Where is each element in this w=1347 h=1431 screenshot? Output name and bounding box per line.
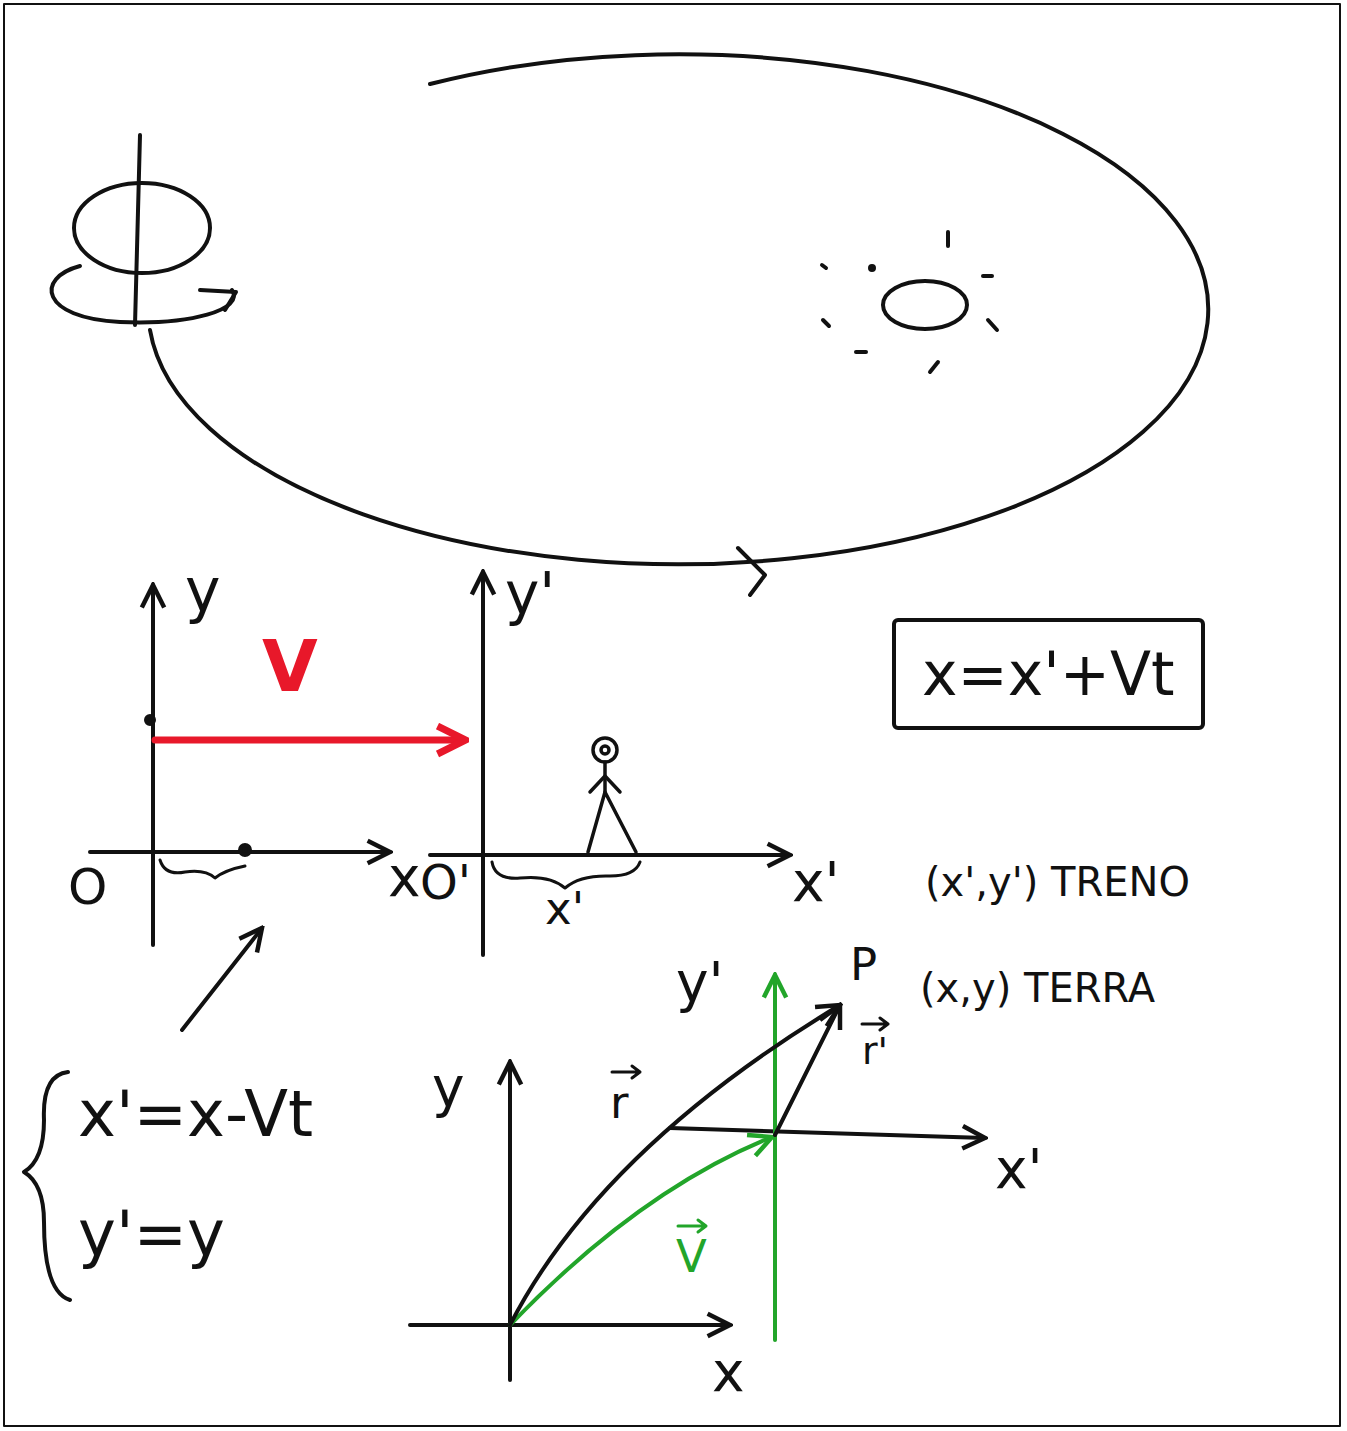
dot xyxy=(146,716,154,724)
vector-v xyxy=(510,1137,772,1325)
vector-sign xyxy=(612,1066,640,1078)
axis-label: y' xyxy=(505,565,555,623)
axis-label: r xyxy=(610,1080,629,1125)
y-axis xyxy=(508,1062,512,1380)
y-axis xyxy=(151,585,155,945)
brace xyxy=(160,860,245,878)
sun xyxy=(883,281,967,329)
axis-label: y' xyxy=(676,955,724,1010)
earth xyxy=(74,183,210,273)
axis-label: x xyxy=(712,1345,745,1400)
axis-label: x' xyxy=(545,886,584,931)
axis-label: x xyxy=(388,850,421,905)
axis-label: x' xyxy=(792,855,840,910)
axis-label: O xyxy=(68,862,107,912)
stick-figure xyxy=(588,738,636,852)
axis-label: (x',y') TRENO xyxy=(925,862,1190,902)
earth-ring xyxy=(52,266,234,322)
axis-label: x'=x-Vt xyxy=(78,1082,313,1146)
orbit-arrow xyxy=(738,548,765,595)
vector-sign xyxy=(862,1018,888,1030)
brace xyxy=(492,862,640,888)
x-prime-axis xyxy=(670,1128,985,1138)
earth-axis xyxy=(135,135,140,325)
dot xyxy=(240,845,250,855)
vector-sign xyxy=(678,1220,706,1232)
axis-label: V xyxy=(262,630,318,702)
y-prime-axis xyxy=(481,572,485,955)
axis-label: r' xyxy=(862,1032,888,1070)
rotation-arrow xyxy=(200,290,236,310)
velocity-arrow xyxy=(155,737,462,744)
vector-r-prime xyxy=(775,1005,840,1135)
axis-label: P xyxy=(850,942,877,987)
axis-label: O' xyxy=(420,858,471,906)
frame xyxy=(4,4,1340,1426)
axis-label: y xyxy=(185,560,221,620)
orbit xyxy=(150,54,1208,564)
axis-label: (x,y) TERRA xyxy=(920,968,1155,1008)
equation-text: x=x'+Vt xyxy=(922,644,1175,704)
system-brace xyxy=(24,1072,70,1300)
x-prime-axis xyxy=(430,853,790,857)
equation-box: x=x'+Vt xyxy=(892,618,1205,730)
axis-label: x' xyxy=(995,1142,1043,1197)
leader-arrow xyxy=(182,928,262,1030)
axis-label: V xyxy=(676,1234,707,1279)
sun-rays xyxy=(822,232,997,372)
x-axis xyxy=(410,1323,730,1327)
axis-label: y xyxy=(432,1060,465,1115)
vector-r xyxy=(510,1005,840,1325)
y-prime-axis xyxy=(773,975,777,1340)
axis-label: y'=y xyxy=(78,1202,225,1266)
